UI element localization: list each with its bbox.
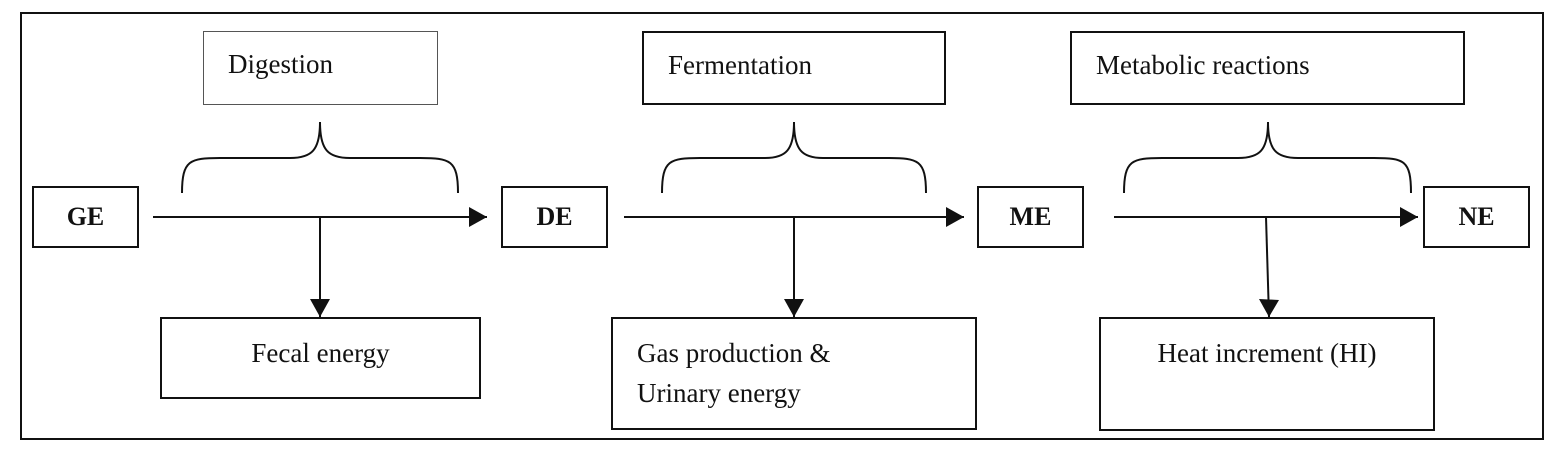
loss-gas-urinary-energy: Gas production & Urinary energy [611, 317, 977, 430]
node-ne-label: NE [1458, 202, 1495, 231]
process-digestion: Digestion [203, 31, 438, 105]
process-metabolic-reactions: Metabolic reactions [1070, 31, 1465, 105]
brace-fermentation [661, 121, 927, 194]
node-de-label: DE [536, 202, 573, 231]
node-ne: NE [1423, 186, 1530, 248]
node-me: ME [977, 186, 1084, 248]
diagram-frame [20, 12, 1544, 440]
brace-metabolic [1123, 121, 1412, 194]
process-fermentation-label: Fermentation [668, 50, 812, 80]
node-ge: GE [32, 186, 139, 248]
brace-digestion [181, 121, 459, 194]
process-digestion-label: Digestion [228, 49, 333, 79]
loss-heat-increment: Heat increment (HI) [1099, 317, 1435, 431]
process-metabolic-label: Metabolic reactions [1096, 50, 1310, 80]
node-me-label: ME [1009, 202, 1052, 231]
loss-fecal-label: Fecal energy [251, 338, 390, 368]
node-ge-label: GE [66, 202, 105, 231]
process-fermentation: Fermentation [642, 31, 946, 105]
loss-gas-line1: Gas production & [637, 338, 831, 368]
node-de: DE [501, 186, 608, 248]
loss-gas-line2: Urinary energy [637, 378, 801, 408]
loss-heat-label: Heat increment (HI) [1157, 338, 1377, 368]
loss-fecal-energy: Fecal energy [160, 317, 481, 399]
